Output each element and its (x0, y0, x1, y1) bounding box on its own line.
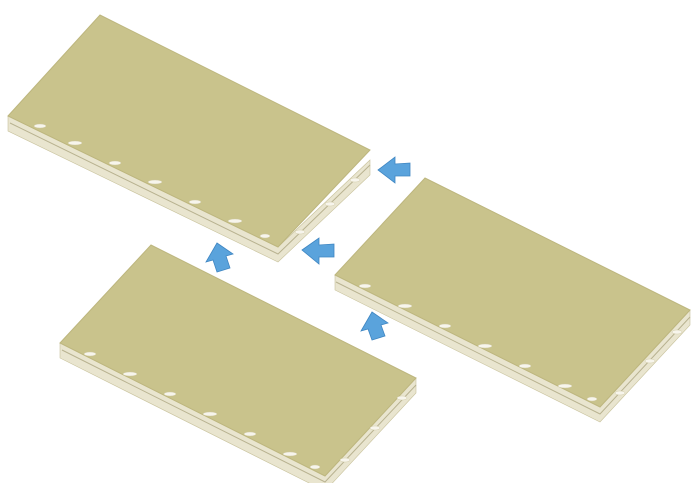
arrow-up-center (205, 242, 234, 273)
panel-top-left-core-line (9, 122, 371, 255)
panel-right-face (334, 177, 691, 408)
panel-bottom-left-core-line (61, 349, 417, 483)
panel-top-left (7, 14, 371, 263)
panel-bottom-left-face (59, 244, 417, 477)
panel-right (334, 177, 691, 423)
arrow-up-center-icon (205, 242, 234, 273)
arrow-up-lower-right (360, 311, 389, 341)
panel-bottom-left-core-pattern (83, 351, 408, 470)
arrow-upleft-center (301, 237, 335, 265)
arrow-up-lower-right-icon (360, 311, 389, 341)
panel-bottom-left (59, 244, 417, 483)
arrow-upleft-center-icon (301, 237, 335, 265)
arrow-upleft-right-icon (377, 156, 411, 184)
arrow-upleft-right (377, 156, 411, 184)
panel-right-core-pattern (358, 283, 683, 402)
panel-top-left-face (7, 14, 371, 248)
panel-top-left-core-pattern (33, 123, 361, 239)
panel-right-core-line (335, 281, 691, 415)
